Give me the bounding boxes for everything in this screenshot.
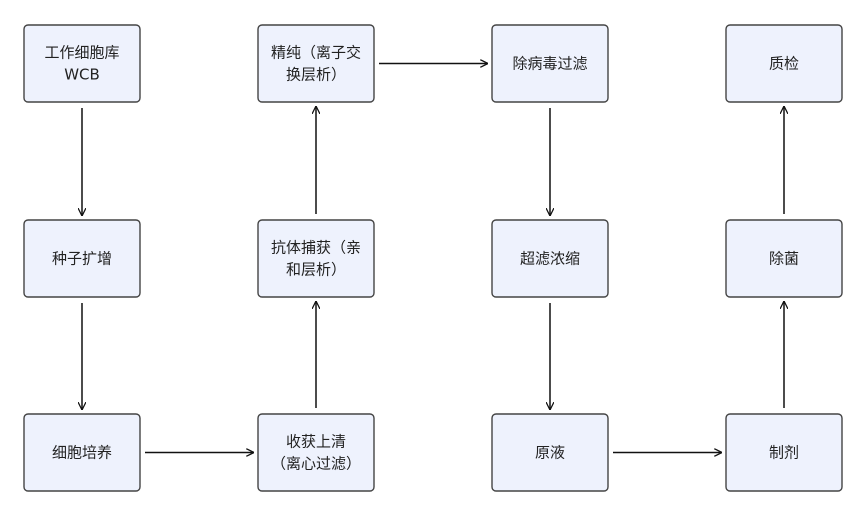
- node-box: [725, 24, 843, 103]
- node-box: [491, 24, 609, 103]
- node-label: 超滤浓缩: [520, 250, 580, 268]
- node-box: [23, 24, 141, 103]
- node-box: [23, 219, 141, 298]
- node-box: [257, 24, 375, 103]
- node-uf: 超滤浓缩: [491, 219, 609, 298]
- node-seed: 种子扩增: [23, 219, 141, 298]
- node-label: 原液: [535, 444, 565, 462]
- edges-layer: [82, 64, 784, 453]
- node-harvest: 收获上清 （离心过滤）: [257, 413, 375, 492]
- node-label: 换层析）: [286, 66, 346, 84]
- node-label: 除菌: [769, 250, 799, 268]
- node-qc: 质检: [725, 24, 843, 103]
- node-box: [23, 413, 141, 492]
- node-culture: 细胞培养: [23, 413, 141, 492]
- node-formulation: 制剂: [725, 413, 843, 492]
- node-label: 精纯（离子交: [271, 44, 361, 62]
- node-sterile: 除菌: [725, 219, 843, 298]
- node-box: [257, 413, 375, 492]
- node-label: 除病毒过滤: [512, 55, 587, 73]
- node-bulk: 原液: [491, 413, 609, 492]
- node-label: 种子扩增: [52, 250, 112, 268]
- node-box: [725, 219, 843, 298]
- node-label: 和层析）: [286, 261, 346, 279]
- node-label: 工作细胞库: [44, 44, 119, 62]
- node-label: 收获上清: [286, 433, 346, 451]
- node-label: WCB: [64, 66, 100, 84]
- node-wcb: 工作细胞库 WCB: [23, 24, 141, 103]
- node-label: 质检: [769, 55, 799, 73]
- node-box: [725, 413, 843, 492]
- node-label: 细胞培养: [52, 444, 112, 462]
- node-label: 抗体捕获（亲: [271, 239, 361, 257]
- node-virus: 除病毒过滤: [491, 24, 609, 103]
- node-label: （离心过滤）: [271, 455, 361, 473]
- node-box: [491, 219, 609, 298]
- node-box: [257, 219, 375, 298]
- node-label: 制剂: [769, 444, 799, 462]
- node-box: [491, 413, 609, 492]
